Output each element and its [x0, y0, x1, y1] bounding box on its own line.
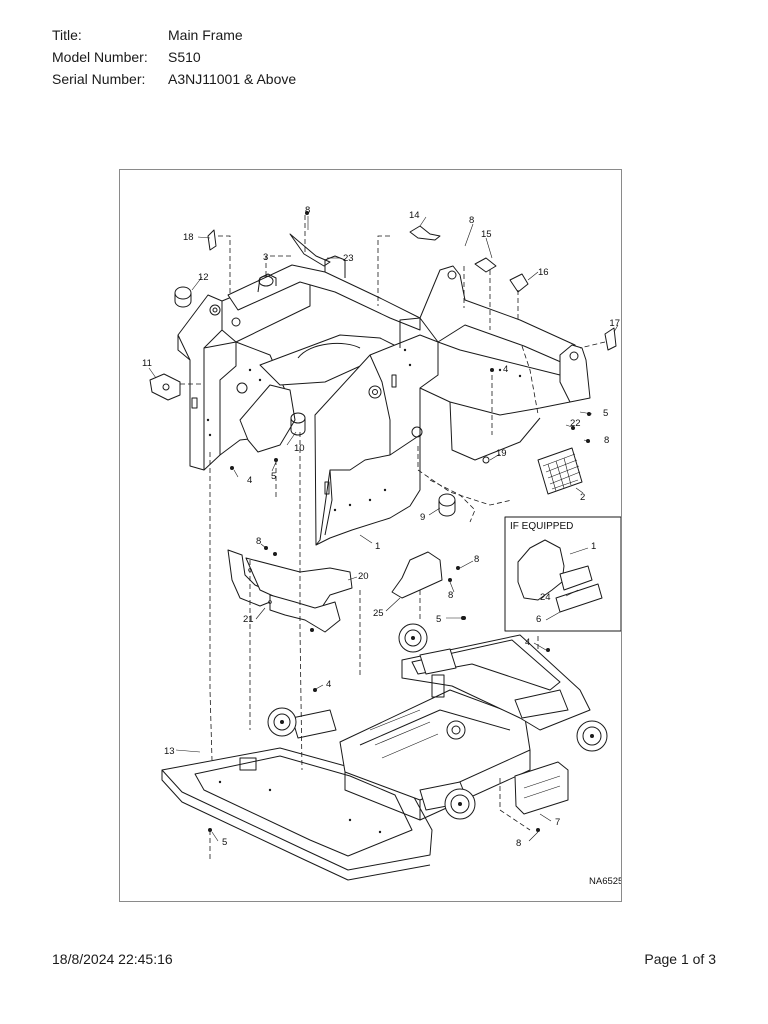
- callout-20: 20: [358, 571, 369, 582]
- callout-23: 23: [343, 253, 354, 264]
- assembly-lines: [180, 215, 606, 860]
- main-frame-drawing: [177, 255, 591, 546]
- callout-4: 4: [525, 637, 530, 648]
- page-number: Page 1 of 3: [644, 951, 716, 967]
- title-label: Title:: [52, 27, 82, 43]
- callout-15: 15: [481, 229, 492, 240]
- inset-title: IF EQUIPPED: [510, 521, 573, 532]
- callout-5: 5: [603, 408, 608, 419]
- callout-16: 16: [538, 267, 549, 278]
- callout-6: 6: [536, 614, 541, 625]
- callout-1: 1: [375, 541, 380, 552]
- callout-8: 8: [448, 590, 453, 601]
- callout-12: 12: [198, 272, 209, 283]
- callout-10: 10: [294, 443, 305, 454]
- model-number-value: S510: [168, 49, 201, 65]
- callout-2: 2: [580, 492, 585, 503]
- callout-22: 22: [570, 418, 581, 429]
- callout-7: 7: [555, 817, 560, 828]
- model-number-label: Model Number:: [52, 49, 148, 65]
- serial-number-label: Serial Number:: [52, 71, 146, 87]
- parts-diagram: 8 18 3 23 14 8 15 16 12 17 11 4 5 22 8 1…: [142, 205, 621, 887]
- hub-rear-left: [398, 623, 428, 653]
- hub-front-right: [444, 788, 476, 820]
- callout-8: 8: [516, 838, 521, 849]
- callout-5: 5: [436, 614, 441, 625]
- title-value: Main Frame: [168, 27, 243, 43]
- callout-8: 8: [469, 215, 474, 226]
- callout-4: 4: [326, 679, 331, 690]
- callout-4: 4: [503, 364, 508, 375]
- if-equipped-inset: [504, 516, 621, 632]
- callout-5: 5: [222, 837, 227, 848]
- print-timestamp: 18/8/2024 22:45:16: [52, 951, 173, 967]
- callout-11: 11: [142, 358, 152, 369]
- callout-24: 24: [540, 592, 551, 603]
- callout-5: 5: [271, 471, 276, 482]
- callout-8: 8: [604, 435, 609, 446]
- callout-3: 3: [263, 252, 268, 263]
- callout-8: 8: [305, 205, 310, 216]
- callout-14: 14: [409, 210, 420, 221]
- drawing-id: NA6525: [589, 876, 621, 887]
- callout-4: 4: [247, 475, 252, 486]
- serial-number-value: A3NJ11001 & Above: [168, 71, 297, 87]
- hub-rear-right: [576, 720, 608, 752]
- hub-front-left: [267, 707, 297, 737]
- leader-lines: [148, 216, 619, 842]
- lower-chassis-drawing: [161, 616, 608, 881]
- callout-8: 8: [256, 536, 261, 547]
- callout-18: 18: [183, 232, 194, 243]
- callout-13: 13: [164, 746, 175, 757]
- callout-labels: 8 18 3 23 14 8 15 16 12 17 11 4 5 22 8 1…: [142, 205, 621, 887]
- frame-small-parts: [149, 211, 617, 517]
- callout-25: 25: [373, 608, 384, 619]
- callout-1: 1: [591, 541, 596, 552]
- callout-8: 8: [474, 554, 479, 565]
- callout-21: 21: [243, 614, 254, 625]
- callout-9: 9: [420, 512, 425, 523]
- callout-17: 17: [609, 318, 620, 329]
- parts-diagram-frame: 8 18 3 23 14 8 15 16 12 17 11 4 5 22 8 1…: [119, 169, 622, 902]
- callout-19: 19: [496, 448, 507, 459]
- bracket-parts: [227, 546, 465, 633]
